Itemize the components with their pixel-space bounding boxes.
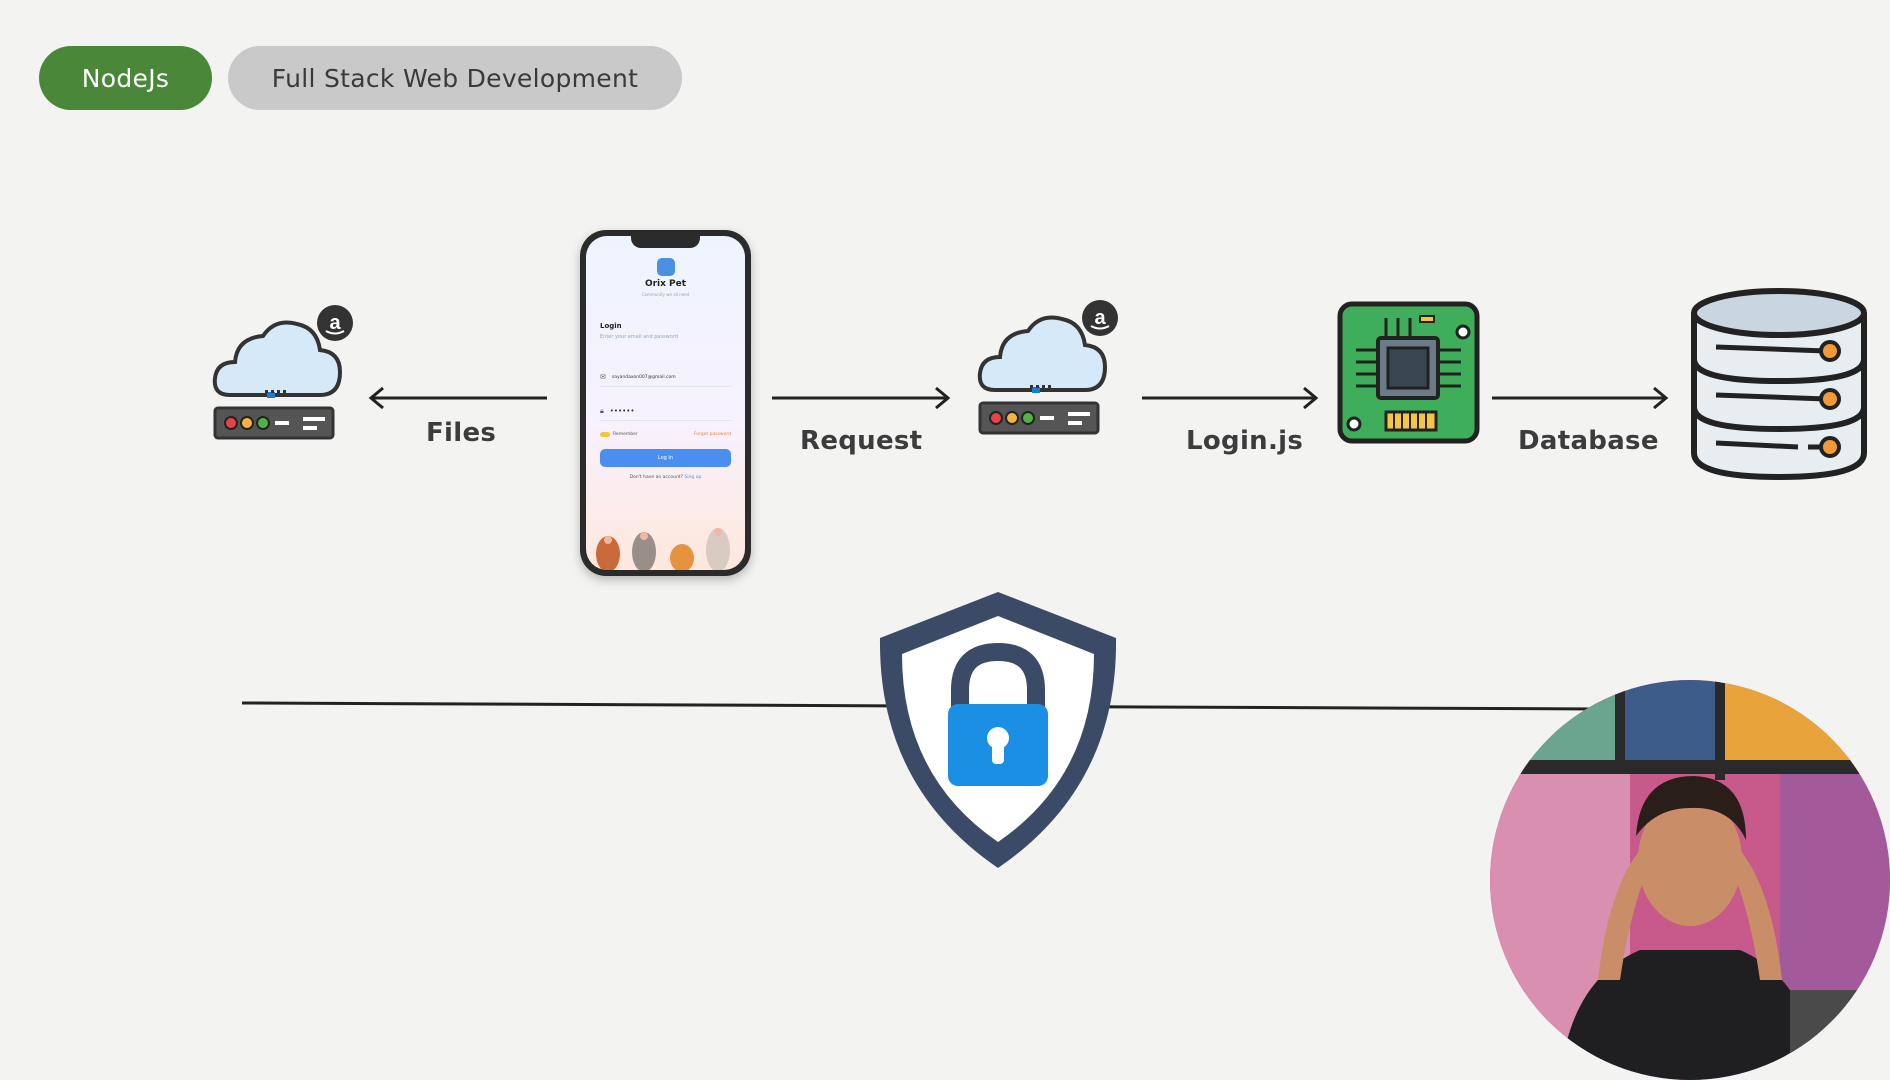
processor-chip-icon xyxy=(1337,301,1480,444)
login-title: Login xyxy=(600,322,622,330)
email-field[interactable]: ✉ sayandaxon007@gmail.com xyxy=(600,368,731,387)
remember-label: Remember xyxy=(613,432,638,437)
request-label: Request xyxy=(800,426,923,456)
login-subtitle: Enter your email and password xyxy=(600,334,678,340)
cloud-server-icon xyxy=(977,315,1108,435)
login-js-label: Login.js xyxy=(1186,426,1304,456)
app-name: Orix Pet xyxy=(644,279,687,289)
pet-paws-illustration xyxy=(596,528,730,570)
presenter-video xyxy=(1490,680,1890,1080)
signup-text: Don't have an account? xyxy=(629,475,683,480)
phone-notch xyxy=(631,236,700,248)
presenter-webcam xyxy=(1490,680,1890,1080)
arrow-right-login xyxy=(1142,386,1319,410)
files-label: Files xyxy=(426,418,497,448)
signup-link[interactable]: Sing up xyxy=(684,475,702,480)
arrow-left xyxy=(368,386,547,410)
password-field[interactable]: 🔒︎ •••••• xyxy=(600,402,731,421)
phone-screen: Orix Pet Community we all need Login Ent… xyxy=(586,236,745,570)
email-value: sayandaxon007@gmail.com xyxy=(611,374,676,380)
database-icon xyxy=(1691,288,1867,481)
cloud-server-icon xyxy=(212,320,343,440)
signup-prompt: Don't have an account? Sing up xyxy=(586,475,745,480)
arrow-right-database xyxy=(1492,386,1669,410)
database-label: Database xyxy=(1518,426,1659,456)
svg-text:a: a xyxy=(1094,307,1106,329)
shield-lock-icon xyxy=(879,592,1117,868)
login-button[interactable]: Log In xyxy=(600,449,731,467)
topic-badge: NodeJs xyxy=(39,46,212,110)
amazon-icon: a xyxy=(1082,300,1118,336)
arrow-right-request xyxy=(772,386,951,410)
lock-icon: 🔒︎ xyxy=(600,406,604,415)
password-value: •••••• xyxy=(609,407,635,415)
course-badge: Full Stack Web Development xyxy=(228,46,682,110)
remember-toggle[interactable]: Remember xyxy=(600,432,638,437)
mail-icon: ✉ xyxy=(600,373,606,381)
svg-text:a: a xyxy=(329,312,341,334)
phone-mockup: Orix Pet Community we all need Login Ent… xyxy=(580,230,751,576)
forgot-password-link[interactable]: Forget password xyxy=(693,432,731,437)
app-logo-icon xyxy=(657,258,675,276)
amazon-icon: a xyxy=(317,305,353,341)
toggle-icon xyxy=(600,432,610,437)
app-tagline: Community we all need xyxy=(641,292,690,297)
